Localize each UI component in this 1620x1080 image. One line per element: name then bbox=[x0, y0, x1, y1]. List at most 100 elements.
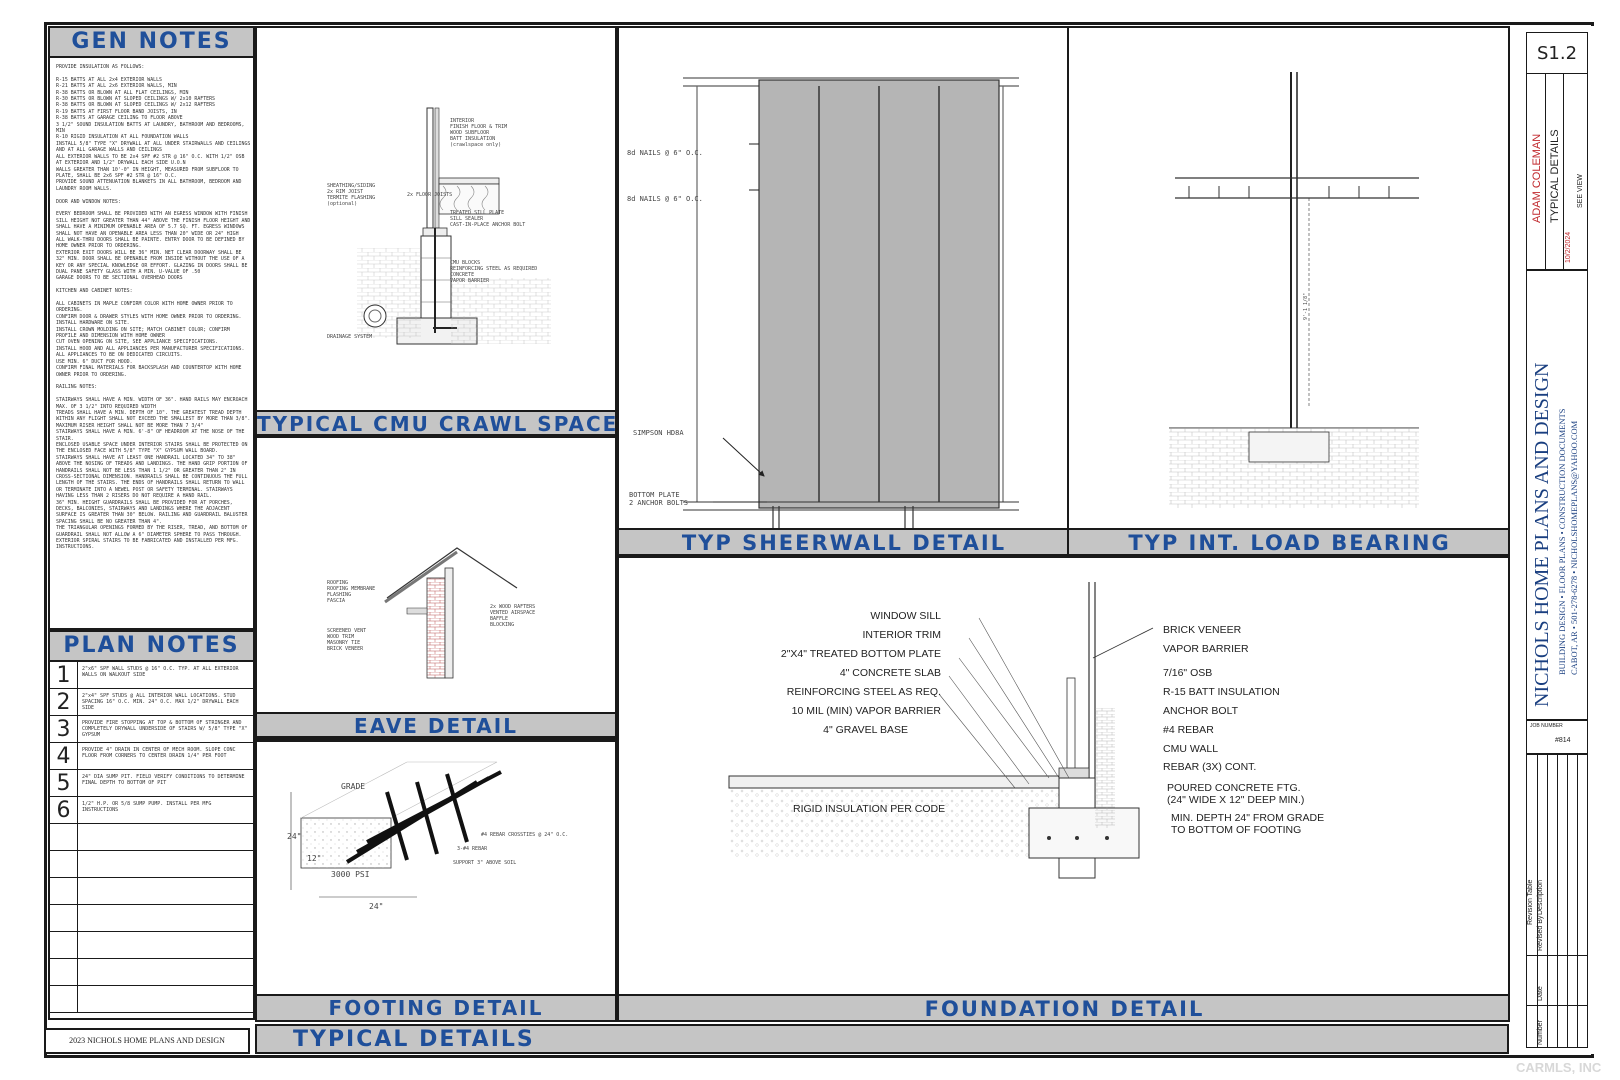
plan-note-text: 1/2" H.P. OR 5/8 SUMP PUMP. INSTALL PER … bbox=[82, 801, 212, 813]
sheet-name: TYPICAL DETAILS bbox=[1549, 129, 1561, 223]
crawl-space-drawing bbox=[357, 107, 551, 345]
foundation-right-label: CMU WALL bbox=[1163, 743, 1219, 755]
plan-note-number bbox=[50, 986, 78, 1012]
foundation-right-label: BRICK VENEER bbox=[1163, 624, 1242, 636]
sheet-date: 10/2/2024 bbox=[1565, 231, 1572, 263]
plate-label-1: BOTTOM PLATE bbox=[629, 491, 680, 499]
plan-note-number: 2 bbox=[50, 689, 78, 715]
foundation-drawing bbox=[728, 582, 1154, 879]
plan-note-row bbox=[50, 905, 253, 932]
foundation-right-label: VAPOR BARRIER bbox=[1163, 643, 1249, 655]
plan-note-text: PROVIDE FIRE STOPPING AT TOP & BOTTOM OF… bbox=[82, 720, 248, 738]
title-block: S1.2 ADAM COLEMAN TYPICAL DETAILS 10/2/2… bbox=[1520, 26, 1594, 1054]
plan-note-number: 6 bbox=[50, 797, 78, 823]
gen-notes-text: PROVIDE INSULATION AS FOLLOWS: R-15 BATT… bbox=[56, 64, 251, 551]
watermark: CARMLS, INC bbox=[1516, 1060, 1602, 1075]
gen-notes-panel: GEN NOTES PROVIDE INSULATION AS FOLLOWS:… bbox=[48, 26, 255, 630]
eave-title: EAVE DETAIL bbox=[257, 712, 615, 738]
eave-label: 2x WOOD RAFTERS bbox=[490, 604, 536, 610]
designer-name: ADAM COLEMAN bbox=[1531, 133, 1543, 223]
rev-col-number: Number bbox=[1537, 1020, 1544, 1045]
footing-drawing bbox=[290, 761, 502, 898]
company-contact: CABOT, AR • 501-278-6278 • NICHOLSHOMEPL… bbox=[1569, 420, 1579, 675]
foundation-left-label: REINFORCING STEEL AS REQ. bbox=[786, 686, 941, 698]
foundation-rigid-label: RIGID INSULATION PER CODE bbox=[793, 803, 946, 815]
foundation-depth-2: TO BOTTOM OF FOOTING bbox=[1171, 824, 1302, 836]
job-number: #814 bbox=[1555, 737, 1571, 744]
plan-notes-title: PLAN NOTES bbox=[50, 632, 253, 662]
foundation-left-label: WINDOW SILL bbox=[870, 610, 941, 622]
eave-label: VENTED AIRSPACE bbox=[490, 610, 536, 616]
sheet-title-bar: TYPICAL DETAILS bbox=[255, 1024, 1509, 1054]
eave-label: MASONRY TIE bbox=[327, 640, 361, 646]
footing-label: SUPPORT 3" ABOVE SOIL bbox=[453, 860, 517, 866]
plan-note-text: 24" DIA SUMP PIT. FIELD VERIFY CONDITION… bbox=[82, 774, 245, 786]
foundation-right-label: 7/16" OSB bbox=[1163, 667, 1213, 679]
copyright-text: 2023 NICHOLS HOME PLANS AND DESIGN bbox=[69, 1036, 225, 1045]
footing-title: FOOTING DETAIL bbox=[257, 994, 615, 1020]
plan-note-row bbox=[50, 878, 253, 905]
rev-col-date: Date bbox=[1537, 986, 1544, 1001]
plan-note-number: 1 bbox=[50, 662, 78, 688]
foundation-ftg-2: (24" WIDE X 12" DEEP MIN.) bbox=[1167, 794, 1305, 806]
sheet-number-block: S1.2 ADAM COLEMAN TYPICAL DETAILS 10/2/2… bbox=[1526, 32, 1588, 270]
plan-note-text: 2"x4" SPF STUDS @ ALL INTERIOR WALL LOCA… bbox=[82, 693, 239, 711]
plan-note-text: 2"x6" SPF WALL STUDS @ 16" O.C. TYP. AT … bbox=[82, 666, 239, 678]
shearwall-panel: 8d NAILS @ 6" O.C. 8d NAILS @ 6" O.C. SI… bbox=[617, 26, 1069, 556]
crawl-label: 2x FLOOR JOISTS bbox=[407, 192, 453, 198]
foundation-right-label: ANCHOR BOLT bbox=[1163, 705, 1239, 717]
crawl-label: INTERIOR bbox=[450, 118, 475, 124]
footing-dim-h2: 12" bbox=[307, 854, 322, 863]
crawl-label: SILL SEALER bbox=[450, 216, 484, 222]
revision-table: Revision Table Number Date Revised By De… bbox=[1526, 754, 1588, 1048]
rev-col-revised-by: Revised By bbox=[1537, 915, 1544, 951]
plan-note-row bbox=[50, 932, 253, 959]
job-number-label: JOB NUMBER bbox=[1530, 723, 1563, 729]
sheet-scale: SEE VIEW bbox=[1577, 174, 1584, 208]
company-services: BUILDING DESIGN • FLOOR PLANS • CONSTRUC… bbox=[1557, 408, 1567, 675]
crawl-label: REINFORCING STEEL AS REQUIRED bbox=[450, 266, 538, 272]
crawl-label: TERMITE FLASHING bbox=[327, 195, 376, 201]
footing-dim-h: 24" bbox=[287, 832, 302, 841]
sheet-number: S1.2 bbox=[1536, 43, 1578, 64]
crawl-label: CAST-IN-PLACE ANCHOR BOLT bbox=[450, 222, 526, 228]
crawl-label: WOOD SUBFLOOR bbox=[450, 130, 490, 136]
plan-note-number bbox=[50, 932, 78, 958]
crawl-space-panel: INTERIOR FINISH FLOOR & TRIM WOOD SUBFLO… bbox=[255, 26, 617, 438]
eave-panel: ROOFING ROOFING MEMBRANE FLASHING FASCIA… bbox=[255, 436, 617, 740]
crawl-label: BATT INSULATION bbox=[450, 136, 496, 142]
plan-note-number bbox=[50, 824, 78, 850]
plan-note-text: PROVIDE 4" DRAIN IN CENTER OF MECH ROOM.… bbox=[82, 747, 236, 759]
foundation-panel: WINDOW SILL INTERIOR TRIM 2"X4" TREATED … bbox=[617, 556, 1510, 1022]
foundation-title: FOUNDATION DETAIL bbox=[619, 994, 1508, 1020]
job-number-block: JOB NUMBER #814 bbox=[1526, 720, 1588, 754]
crawl-label: (crawlspace only) bbox=[450, 142, 502, 148]
load-bearing-panel: 9'-1 1/8" TYP INT. LOAD BEARING bbox=[1067, 26, 1510, 556]
eave-label: BRICK VENEER bbox=[327, 646, 364, 652]
crawl-label: CMU BLOCKS bbox=[450, 260, 481, 266]
foundation-depth-1: MIN. DEPTH 24" FROM GRADE bbox=[1171, 812, 1325, 824]
plan-note-number bbox=[50, 959, 78, 985]
hd-label: SIMPSON HD8A bbox=[633, 429, 684, 437]
eave-label: ROOFING bbox=[327, 580, 349, 586]
company-block: NICHOLS HOME PLANS AND DESIGN BUILDING D… bbox=[1526, 270, 1588, 720]
eave-drawing bbox=[384, 547, 518, 679]
load-bearing-drawing bbox=[1169, 72, 1419, 508]
crawl-label: VAPOR BARRIER bbox=[450, 278, 490, 284]
load-bearing-title: TYP INT. LOAD BEARING bbox=[1069, 528, 1508, 554]
nail-label-2: 8d NAILS @ 6" O.C. bbox=[627, 195, 703, 203]
foundation-ftg-1: POURED CONCRETE FTG. bbox=[1167, 782, 1301, 794]
plan-note-row bbox=[50, 824, 253, 851]
crawl-label: CONCRETE bbox=[450, 272, 475, 278]
plan-note-row bbox=[50, 851, 253, 878]
gen-notes-title: GEN NOTES bbox=[50, 28, 253, 58]
crawl-label: TREATED SILL PLATE bbox=[450, 210, 505, 216]
plan-note-row bbox=[50, 959, 253, 986]
eave-label: FLASHING bbox=[327, 592, 352, 598]
foundation-left-label: INTERIOR TRIM bbox=[862, 629, 941, 641]
eave-label: BAFFLE bbox=[490, 616, 509, 622]
company-name: NICHOLS HOME PLANS AND DESIGN bbox=[1531, 362, 1553, 707]
plate-label-2: 2 ANCHOR BOLTS bbox=[629, 499, 689, 507]
